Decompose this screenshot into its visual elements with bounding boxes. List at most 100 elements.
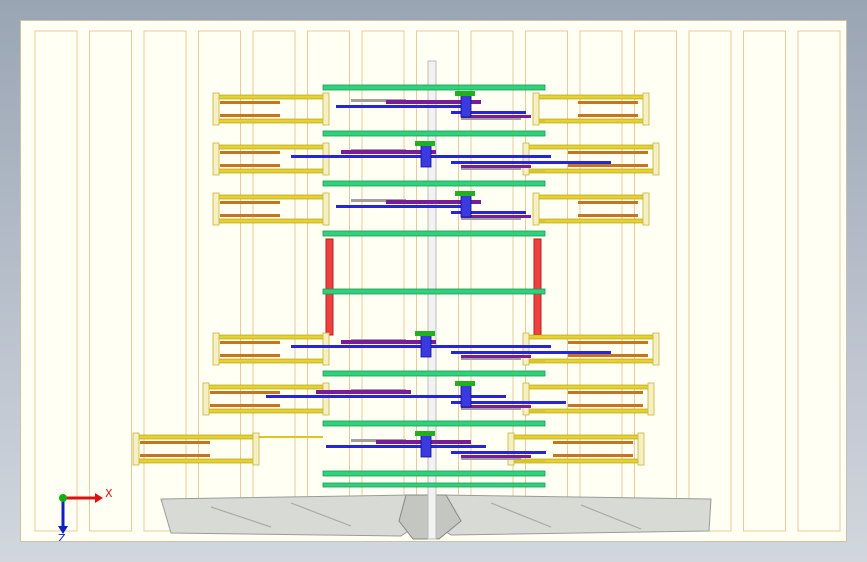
spring-right-top	[553, 441, 633, 444]
purple-rod	[386, 200, 481, 204]
crank-cap	[455, 91, 475, 96]
purple-rod	[316, 390, 411, 394]
arm-bracket	[252, 432, 260, 466]
crank-cap	[415, 431, 435, 436]
arm-bracket	[507, 432, 515, 466]
guide-bar	[461, 117, 521, 120]
blue-rod-lower	[451, 111, 526, 114]
blue-rod	[266, 395, 506, 398]
background-panel	[34, 30, 78, 532]
column-left	[325, 238, 334, 336]
arm-bracket	[212, 332, 220, 366]
yellow-arm-right-bottom	[535, 218, 647, 224]
yellow-arm-left-top	[135, 434, 257, 440]
z-arrowhead-icon	[58, 526, 68, 534]
center-shaft[interactable]	[427, 60, 437, 540]
background-panel	[143, 30, 187, 532]
arm-bracket	[322, 142, 330, 176]
yellow-arm-left-bottom	[215, 218, 327, 224]
blade-edge	[490, 502, 552, 528]
arm-bracket	[637, 432, 645, 466]
spring-left-bottom	[140, 454, 210, 457]
green-plate	[322, 370, 546, 377]
blade-edge	[580, 504, 642, 530]
arm-bracket	[642, 192, 650, 226]
guide-bar	[461, 407, 521, 410]
spring-left-top	[220, 151, 280, 154]
purple-rod-lower	[461, 455, 531, 458]
green-plate	[322, 180, 546, 187]
spring-right-bottom	[553, 454, 633, 457]
guide-bar	[461, 167, 521, 170]
yellow-arm-left-top	[215, 94, 327, 100]
yellow-arm-right-top	[525, 144, 657, 150]
blue-rod	[336, 105, 466, 108]
green-plate	[322, 288, 546, 295]
assembly-drawing[interactable]: X Z	[21, 21, 847, 542]
spring-right-top	[578, 101, 638, 104]
spring-right-top	[568, 391, 643, 394]
spring-left-bottom	[220, 354, 280, 357]
yellow-arm-right-top	[535, 94, 647, 100]
arm-bracket	[532, 192, 540, 226]
arm-bracket	[647, 382, 655, 416]
guide-bar	[461, 217, 521, 220]
yellow-arm-left-bottom	[215, 168, 327, 174]
fan-blades[interactable]	[160, 494, 712, 540]
purple-rod-lower	[461, 405, 531, 408]
blue-rod-lower	[451, 161, 611, 164]
crank-block	[460, 94, 472, 118]
purple-rod-lower	[461, 115, 531, 118]
arm-bracket	[322, 92, 330, 126]
arm-bracket	[522, 142, 530, 176]
z-axis-label: Z	[58, 532, 66, 542]
blue-rod	[336, 205, 466, 208]
spring-left-bottom	[210, 404, 280, 407]
arm-bracket	[652, 142, 660, 176]
arm-bracket	[322, 382, 330, 416]
yellow-arm-left-bottom	[215, 358, 327, 364]
arm-bracket	[322, 332, 330, 366]
mechanism-layer	[212, 191, 650, 226]
crank-block	[460, 194, 472, 218]
yellow-arm-right-bottom	[535, 118, 647, 124]
green-plate	[322, 130, 546, 137]
spring-right-bottom	[578, 114, 638, 117]
spring-right-bottom	[568, 354, 648, 357]
purple-rod-lower	[461, 215, 531, 218]
spring-left-bottom	[220, 114, 280, 117]
blue-rod	[326, 445, 486, 448]
spring-right-top	[568, 341, 648, 344]
arm-bracket	[522, 382, 530, 416]
crank-cap	[455, 381, 475, 386]
cad-viewport[interactable]: X Z	[20, 20, 847, 542]
background-panel	[743, 30, 786, 532]
x-axis-label: X	[105, 487, 113, 500]
arm-bracket	[212, 92, 220, 126]
spring-left-top	[220, 201, 280, 204]
yellow-arm-right-top	[525, 334, 657, 340]
crank-block	[460, 384, 472, 408]
crank-cap	[455, 191, 475, 196]
arm-bracket	[522, 332, 530, 366]
green-plate	[322, 470, 546, 477]
yellow-arm-left-top	[205, 384, 327, 390]
purple-rod	[341, 150, 436, 154]
arm-bracket	[132, 432, 140, 466]
spring-right-bottom	[568, 164, 648, 167]
purple-rod	[386, 100, 481, 104]
arm-bracket	[212, 192, 220, 226]
spring-left-bottom	[220, 214, 280, 217]
background-panel	[89, 30, 132, 532]
crank-cap	[415, 331, 435, 336]
guide-bar	[351, 99, 406, 102]
spring-left-top	[220, 341, 280, 344]
green-plate	[322, 420, 546, 427]
spring-left-top	[220, 101, 280, 104]
arm-bracket	[202, 382, 210, 416]
arm-bracket	[652, 332, 660, 366]
blue-rod-lower	[451, 451, 546, 454]
blade-edge	[210, 506, 272, 528]
blade-right	[425, 494, 712, 536]
mechanism-layers[interactable]	[132, 84, 660, 488]
